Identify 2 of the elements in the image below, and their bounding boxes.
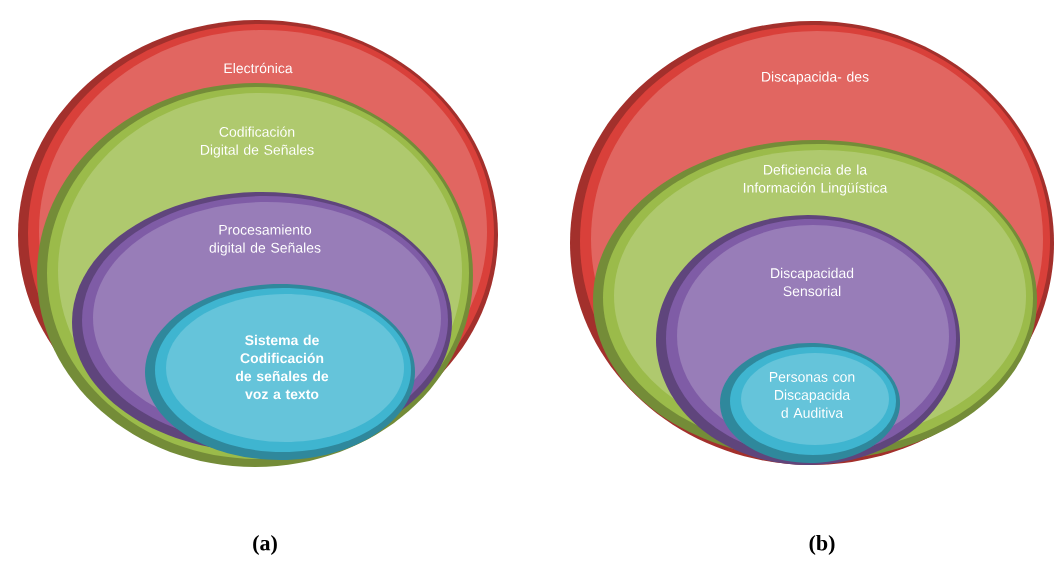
panel-label: (a) <box>253 535 277 555</box>
panel-label: (b) <box>809 535 835 555</box>
